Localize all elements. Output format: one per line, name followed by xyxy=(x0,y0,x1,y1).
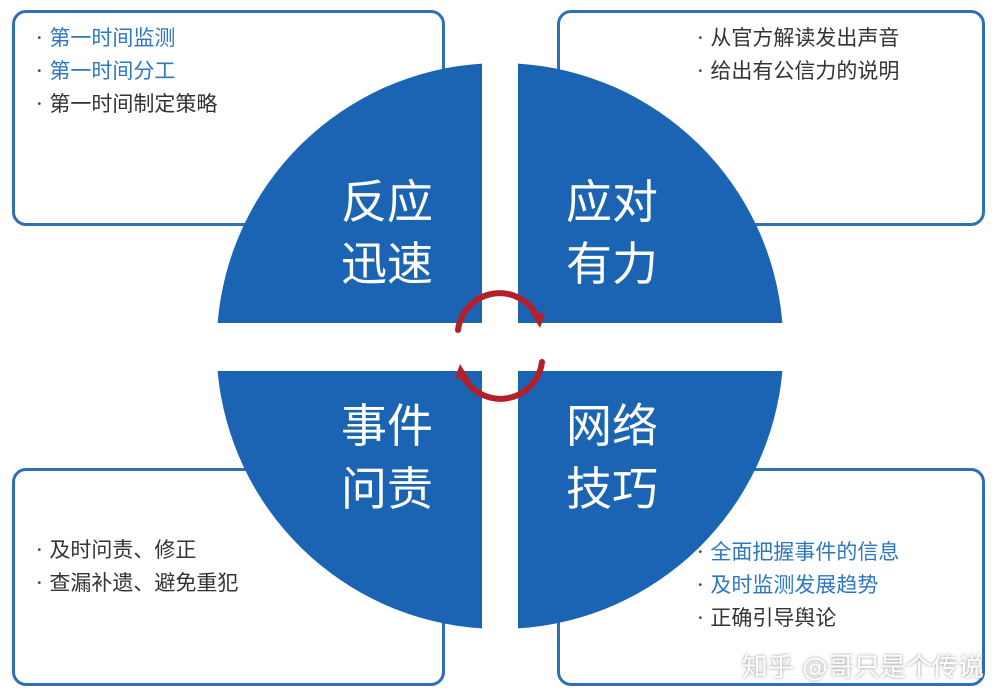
list-item: 给出有公信力的说明 xyxy=(697,55,899,88)
panel-top-left-list: 第一时间监测 第一时间分工 第一时间制定策略 xyxy=(36,22,217,121)
quadrant-label-tr-2: 有力 xyxy=(566,237,658,291)
list-item: 第一时间监测 xyxy=(36,22,217,55)
list-item: 及时监测发展趋势 xyxy=(697,569,899,602)
arrowhead-icon xyxy=(455,364,470,380)
panel-top-right-list: 从官方解读发出声音 给出有公信力的说明 xyxy=(697,22,899,88)
list-item: 全面把握事件的信息 xyxy=(697,536,899,569)
list-item: 正确引导舆论 xyxy=(697,602,899,635)
list-item: 第一时间制定策略 xyxy=(36,88,217,121)
cycle-arrows-icon xyxy=(455,290,545,402)
quadrant-label-br-1: 网络 xyxy=(566,399,658,453)
quadrant-label-bl-2: 问责 xyxy=(341,462,433,516)
list-item: 及时问责、修正 xyxy=(36,534,238,567)
list-item: 查漏补遗、避免重犯 xyxy=(36,567,238,600)
quadrant-top-left xyxy=(217,63,482,323)
quadrant-label-tr-1: 应对 xyxy=(566,175,658,229)
quadrant-bottom-right xyxy=(518,371,783,629)
quadrant-label-tl-2: 迅速 xyxy=(341,237,433,291)
quadrant-top-right xyxy=(518,63,783,323)
list-item: 从官方解读发出声音 xyxy=(697,22,899,55)
panel-bottom-left-list: 及时问责、修正 查漏补遗、避免重犯 xyxy=(36,534,238,600)
quadrant-label-tl-1: 反应 xyxy=(341,175,433,229)
quadrant-label-br-2: 技巧 xyxy=(566,462,658,516)
arrowhead-icon xyxy=(530,312,545,328)
list-item: 第一时间分工 xyxy=(36,55,217,88)
quadrant-bottom-left xyxy=(217,371,482,629)
quadrant-label-bl-1: 事件 xyxy=(341,399,433,453)
watermark: 知乎 @哥只是个传说 xyxy=(741,653,984,683)
panel-bottom-right-list: 全面把握事件的信息 及时监测发展趋势 正确引导舆论 xyxy=(697,536,899,635)
